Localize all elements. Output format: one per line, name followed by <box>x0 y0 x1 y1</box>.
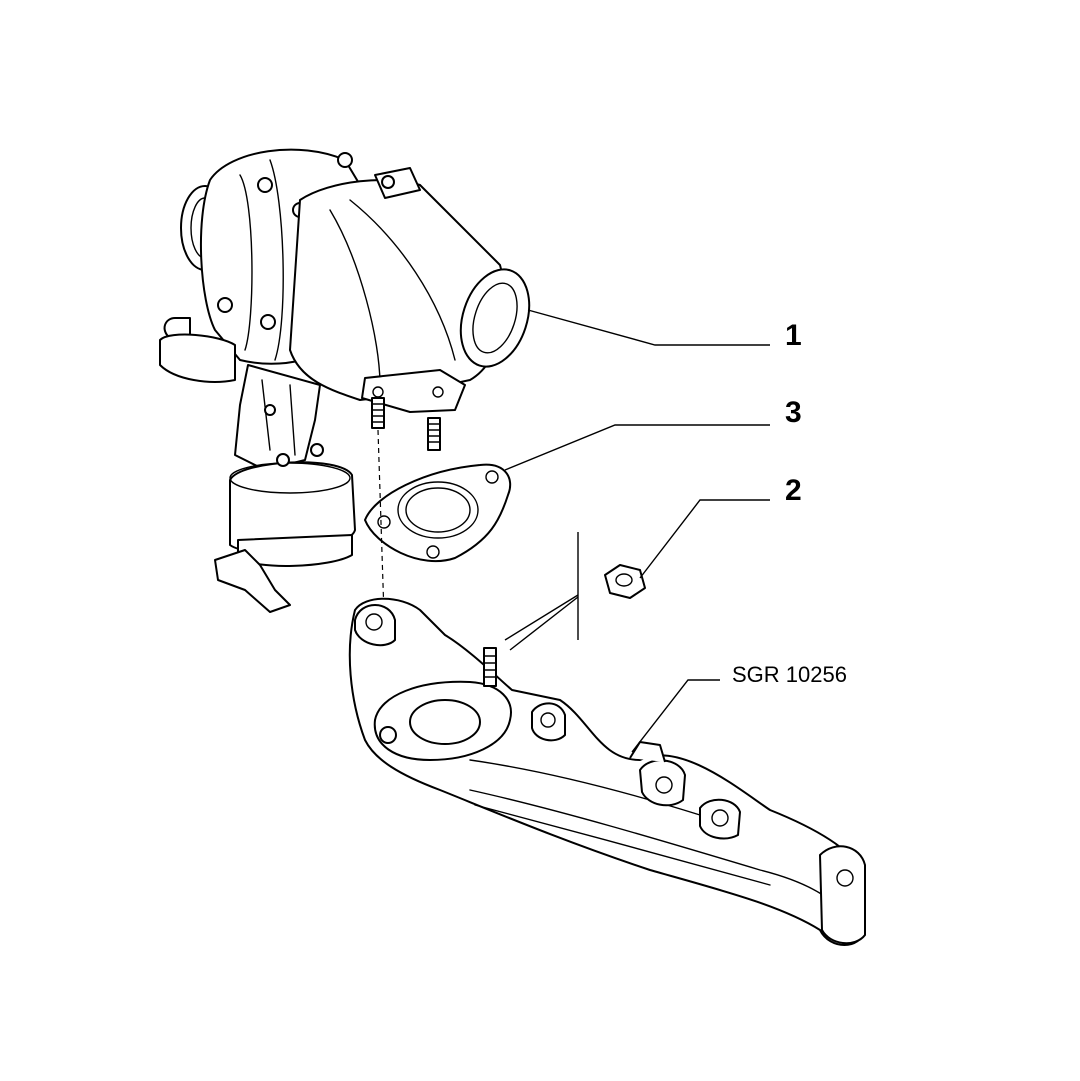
leader-2 <box>639 499 770 579</box>
callout-1: 1 <box>785 319 802 352</box>
callout-2: 2 <box>785 474 802 507</box>
support-bracket <box>234 364 321 471</box>
turbine-mounting-flange <box>361 369 466 413</box>
manifold-stud-hole <box>379 726 397 744</box>
turbocharger-assembly <box>159 148 531 613</box>
leader-3 <box>504 424 770 471</box>
gasket <box>364 463 512 563</box>
nut <box>604 564 646 599</box>
electrical-connector <box>214 549 291 613</box>
callout-3: 3 <box>785 396 802 429</box>
leader-ref-code <box>631 679 720 753</box>
stud <box>483 647 497 687</box>
stud <box>371 397 385 429</box>
leader-1 <box>527 309 770 346</box>
stud <box>427 417 441 451</box>
turbine-outlet-flange <box>459 268 531 368</box>
drawing-reference-code: SGR 10256 <box>732 662 847 687</box>
exhaust-manifold <box>348 597 866 946</box>
